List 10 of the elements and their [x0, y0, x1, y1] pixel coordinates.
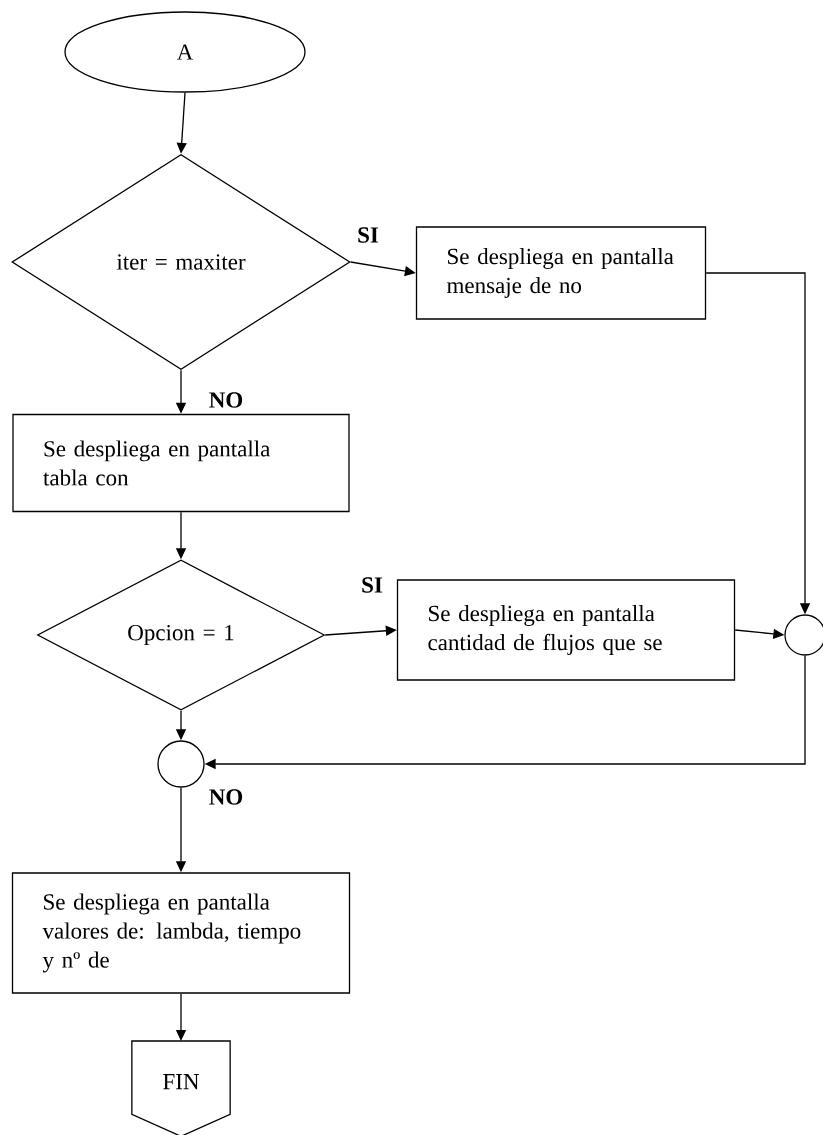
connector-circle: [157, 740, 205, 788]
edge-label: SI: [362, 577, 383, 593]
process-box: Se despliega en pantalla tabla con: [12, 413, 350, 513]
edge-label: NO: [209, 392, 243, 408]
process-box: Se despliega en pantalla valores de: lambda, tiempo y nº de: [11, 872, 351, 994]
edge-label: SI: [358, 227, 379, 243]
process-box: Se despliega en pantalla cantidad de flujos que se: [396, 579, 736, 681]
off-page-connector: FIN: [131, 1040, 231, 1135]
process-box: Se despliega en pantalla mensaje de no: [415, 226, 707, 320]
edge-label: NO: [209, 789, 243, 805]
